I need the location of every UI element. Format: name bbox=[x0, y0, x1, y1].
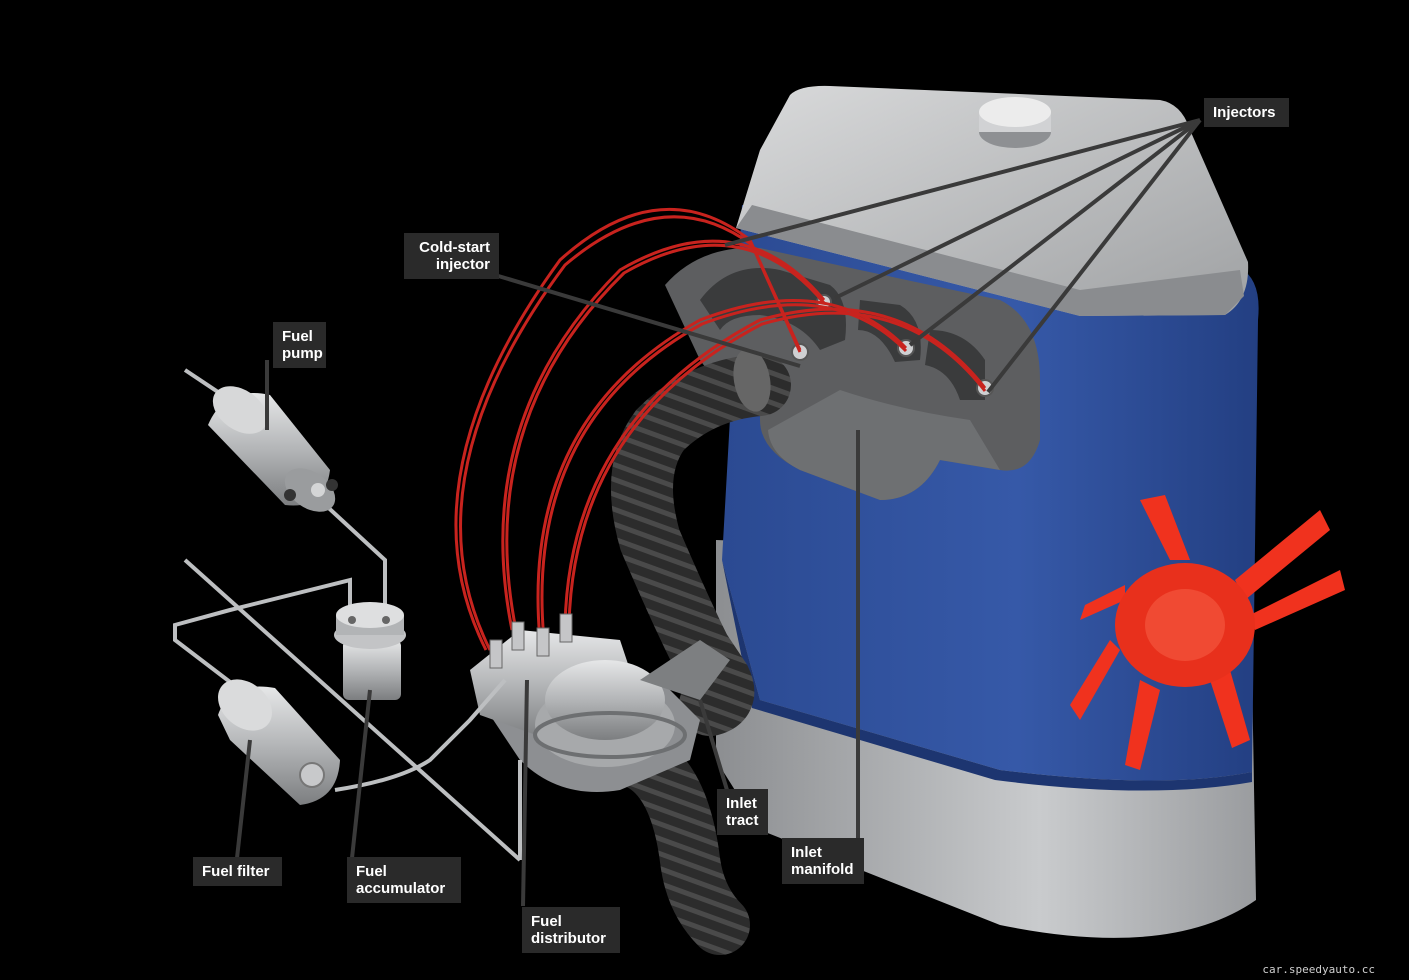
fuel-pipes bbox=[173, 368, 522, 862]
fuel-accumulator-icon bbox=[334, 602, 406, 700]
cooling-fan-icon bbox=[1070, 495, 1345, 770]
fuel-distributor-part bbox=[470, 613, 730, 792]
cold-start-injector-label: Cold-start injector bbox=[404, 233, 499, 279]
injectors-label: Injectors bbox=[1204, 98, 1289, 127]
fuel-filter-label: Fuel filter bbox=[193, 857, 282, 886]
fuel-pump-label: Fuel pump bbox=[273, 322, 326, 368]
engine-block bbox=[716, 85, 1259, 938]
fuel-filter-icon bbox=[218, 679, 340, 805]
fuel-accumulator-label: Fuel accumulator bbox=[347, 857, 461, 903]
watermark: car.speedyauto.cc bbox=[1262, 963, 1375, 976]
fuel-pump-icon bbox=[208, 386, 338, 512]
leader-lines bbox=[235, 118, 1202, 907]
inlet-tract-hose bbox=[610, 348, 791, 955]
inlet-tract-label: Inlet tract bbox=[717, 789, 768, 835]
inlet-manifold-label: Inlet manifold bbox=[782, 838, 864, 884]
fuel-distributor-label: Fuel distributor bbox=[522, 907, 620, 953]
